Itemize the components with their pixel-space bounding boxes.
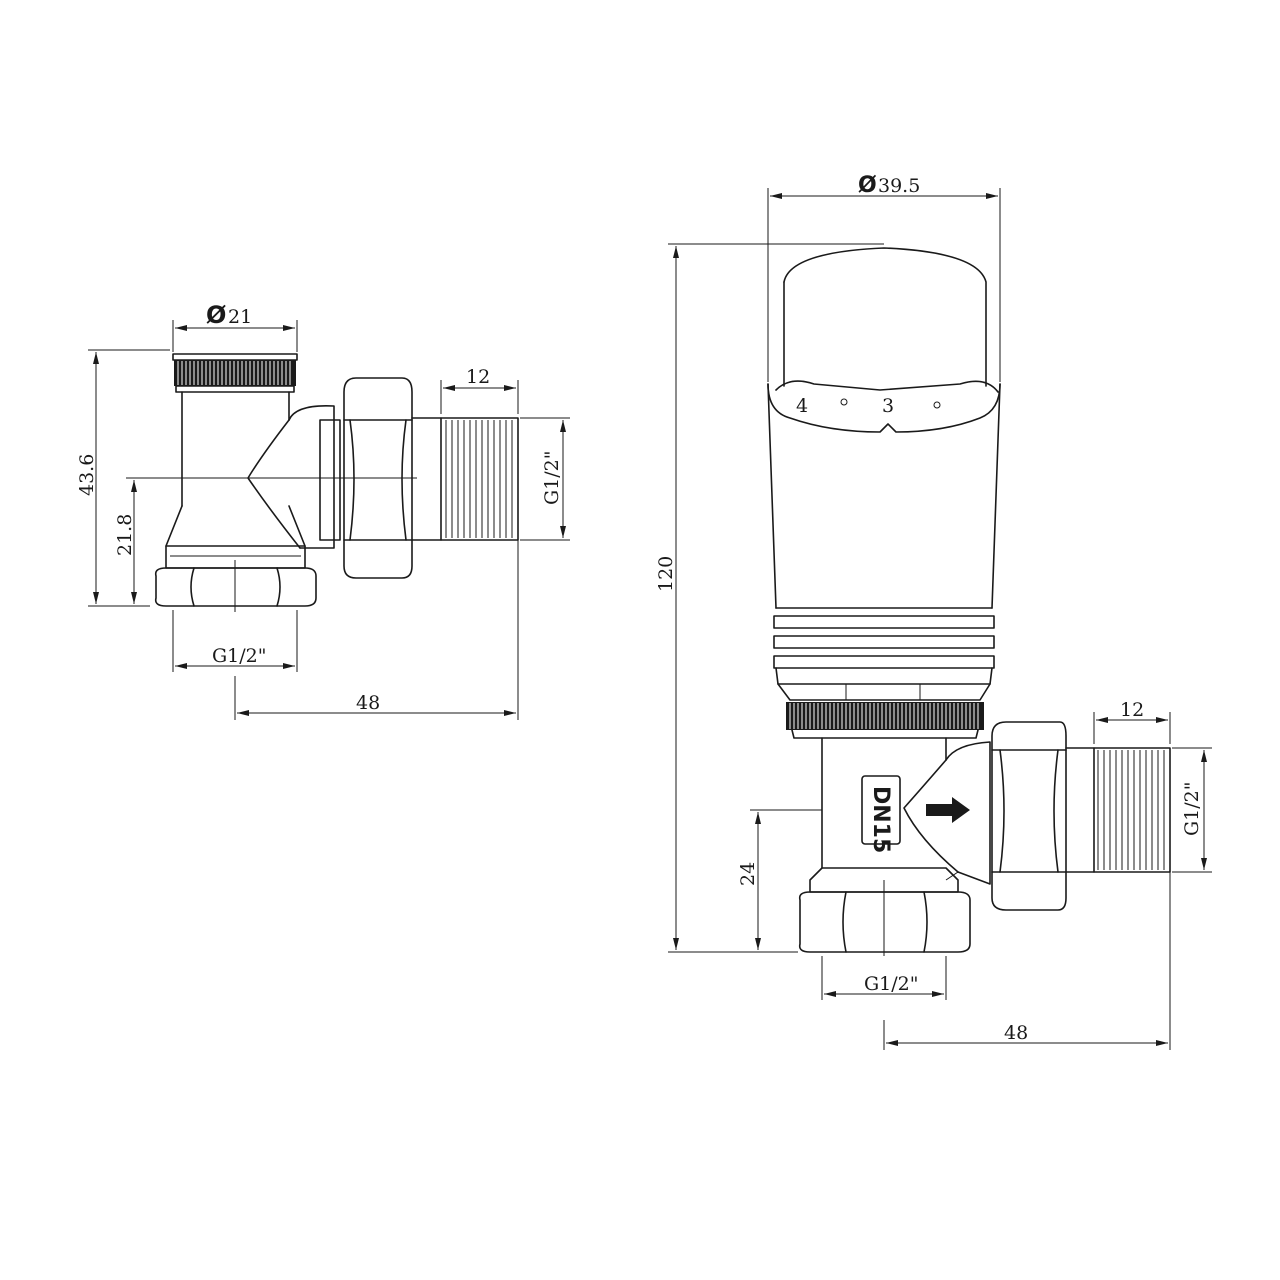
right-head-diameter-label: 39.5 (878, 175, 920, 197)
left-height-total-label: 43.6 (76, 454, 98, 496)
left-inlet-thread-label: G1/2" (212, 645, 267, 667)
left-outlet-thread-label: G1/2" (541, 451, 563, 506)
scale-mark-3: 3 (882, 395, 894, 417)
diameter-symbol-right: Ø (858, 173, 877, 198)
right-knurled-ring (786, 702, 984, 739)
left-height-axis-label: 21.8 (114, 514, 136, 556)
right-thread-tail (1065, 747, 1171, 873)
left-diameter-label: 21 (228, 306, 252, 328)
diameter-symbol: Ø (206, 301, 226, 329)
right-dimensions: Ø 39.5 120 24 12 G1/2" G1/2" 48 (655, 173, 1212, 1050)
right-union-nut (991, 721, 1067, 911)
right-height-total-label: 120 (655, 556, 677, 592)
left-thread-length-label: 12 (466, 366, 490, 388)
left-knurled-cap (172, 353, 298, 393)
left-offset-label: 48 (356, 692, 380, 714)
right-thread-length-label: 12 (1120, 699, 1144, 721)
left-union-nut (343, 377, 413, 579)
right-valve-view: 4 3 DN15 (767, 247, 1171, 956)
scale-mark-4: 4 (796, 395, 808, 417)
right-inlet-thread-label: G1/2" (864, 973, 919, 995)
left-thread-tail (411, 417, 519, 541)
flow-direction-arrow (926, 797, 970, 823)
body-marking: DN15 (868, 786, 893, 853)
left-dimensions: Ø 21 43.6 21.8 12 G1/2" G1/2" 48 (76, 301, 570, 720)
right-height-axis-label: 24 (737, 862, 759, 886)
left-valve-view (130, 353, 519, 612)
right-outlet-thread-label: G1/2" (1181, 782, 1203, 837)
right-offset-label: 48 (1004, 1022, 1028, 1044)
thermostatic-head: 4 3 (767, 247, 1001, 701)
